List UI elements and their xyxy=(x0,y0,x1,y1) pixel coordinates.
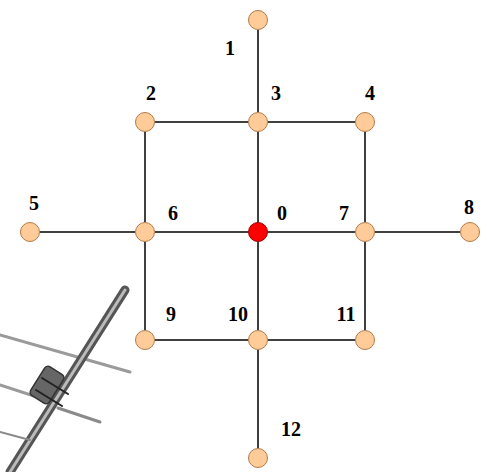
link-line xyxy=(257,30,259,112)
node-circle: 10 xyxy=(248,330,268,350)
node-number: 2 xyxy=(146,83,156,103)
node-number: 12 xyxy=(281,419,301,439)
link-line xyxy=(155,121,248,123)
node-circle: 5 xyxy=(20,222,40,242)
link-line xyxy=(364,132,366,222)
link-line xyxy=(144,242,146,330)
node-number: 6 xyxy=(168,203,178,223)
node-number: 8 xyxy=(464,197,474,217)
link-line xyxy=(268,339,355,341)
link-line xyxy=(257,132,259,222)
node-circle: 9 xyxy=(135,330,155,350)
node-circle: 6 xyxy=(135,222,155,242)
node-circle: 12 xyxy=(248,448,268,468)
node-circle: 2 xyxy=(135,112,155,132)
node-number: 1 xyxy=(225,38,235,58)
link-line xyxy=(268,231,355,233)
link-line xyxy=(155,231,248,233)
node-circle: 11 xyxy=(355,330,375,350)
link-line xyxy=(144,132,146,222)
node-number: 0 xyxy=(277,203,287,223)
cable-photo-strokes xyxy=(0,290,130,472)
node-circle: 7 xyxy=(355,222,375,242)
node-number: 3 xyxy=(271,83,281,103)
link-line xyxy=(257,350,259,448)
node-number: 10 xyxy=(228,304,248,324)
node-number: 4 xyxy=(365,83,375,103)
link-line xyxy=(364,242,366,330)
node-number: 5 xyxy=(29,193,39,213)
node-circle: 1 xyxy=(248,10,268,30)
link-line xyxy=(40,231,135,233)
node-circle: 8 xyxy=(460,222,480,242)
node-number: 9 xyxy=(166,304,176,324)
link-line xyxy=(375,231,460,233)
link-line xyxy=(257,242,259,330)
link-line xyxy=(268,121,355,123)
node-circle: 3 xyxy=(248,112,268,132)
node-number: 11 xyxy=(337,304,356,324)
node-number: 7 xyxy=(339,203,349,223)
link-line xyxy=(155,339,248,341)
node-circle: 4 xyxy=(355,112,375,132)
center-node: 0 xyxy=(248,222,268,242)
